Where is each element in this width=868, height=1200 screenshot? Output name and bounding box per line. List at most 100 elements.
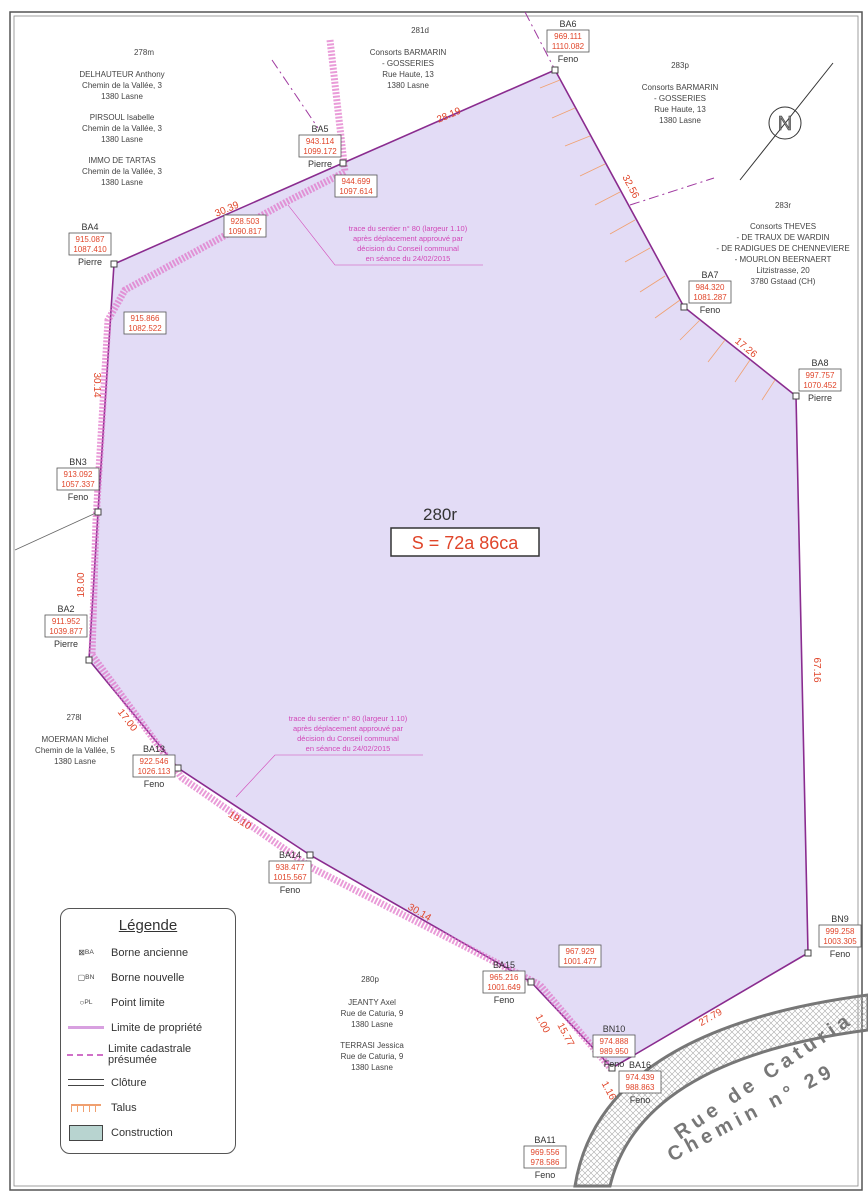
svg-text:Rue Haute, 13: Rue Haute, 13: [654, 105, 706, 114]
coord-x: 969.111: [554, 32, 582, 41]
coord-x: 913.092: [64, 470, 93, 479]
svg-text:1380 Lasne: 1380 Lasne: [387, 81, 429, 90]
svg-text:1380 Lasne: 1380 Lasne: [101, 135, 143, 144]
svg-text:- DE RADIGUES DE CHENNEVIERE: - DE RADIGUES DE CHENNEVIERE: [716, 244, 849, 253]
point-type: Feno: [700, 305, 721, 315]
talus-ticks: [539, 79, 776, 401]
coord-x: 944.699: [342, 177, 371, 186]
point-type: Feno: [494, 995, 515, 1005]
coord-x: 997.757: [806, 371, 835, 380]
coord-y: 1003.305: [823, 937, 857, 946]
sentier-path: [88, 39, 615, 1073]
point-type: Feno: [630, 1095, 651, 1105]
coord-box: [223, 214, 267, 238]
coord-box: [132, 754, 176, 778]
svg-text:1380 Lasne: 1380 Lasne: [659, 116, 701, 125]
point-type: Pierre: [78, 257, 102, 267]
owner-283p: 283p Consorts BARMARIN- GOSSERIES Rue Ha…: [642, 61, 719, 125]
svg-text:- GOSSERIES: - GOSSERIES: [654, 94, 706, 103]
coord-x: 928.503: [231, 217, 260, 226]
legend-item: Limite de propriété: [61, 1015, 235, 1040]
map-inner-frame: [13, 15, 859, 1187]
borne-nouvelle-icon: ▢BN: [77, 973, 95, 982]
coord-box: [56, 467, 100, 491]
survey-points: BA4915.0871087.410PierreBA5943.1141099.1…: [44, 19, 862, 1180]
point-id: BA8: [811, 358, 828, 368]
coord-y: 1001.649: [487, 983, 521, 992]
svg-text:Rue de Caturia, 9: Rue de Caturia, 9: [341, 1009, 404, 1018]
svg-text:Chemin de la Vallée, 3: Chemin de la Vallée, 3: [82, 81, 162, 90]
point-type: Pierre: [808, 393, 832, 403]
point-id: BA5: [311, 124, 328, 134]
fence: [14, 511, 99, 551]
svg-text:trace du sentier n° 80 (largeu: trace du sentier n° 80 (largeur 1.10): [289, 714, 408, 723]
svg-text:en séance du 24/02/2015: en séance du 24/02/2015: [306, 744, 391, 753]
point-limite-icon: ○PL: [79, 998, 93, 1007]
svg-text:1380 Lasne: 1380 Lasne: [101, 92, 143, 101]
svg-text:Litzistrasse, 20: Litzistrasse, 20: [756, 266, 810, 275]
svg-text:Rue Haute, 13: Rue Haute, 13: [382, 70, 434, 79]
svg-text:1380 Lasne: 1380 Lasne: [351, 1020, 393, 1029]
svg-text:Chemin de la Vallée, 5: Chemin de la Vallée, 5: [35, 746, 115, 755]
coord-x: 965.216: [490, 973, 519, 982]
coord-y: 1097.614: [339, 187, 373, 196]
point-id: BA2: [57, 604, 74, 614]
coord-box: [546, 29, 590, 53]
coord-y: 988.863: [626, 1083, 655, 1092]
svg-text:après déplacement approuvé par: après déplacement approuvé par: [353, 234, 464, 243]
svg-text:1380 Lasne: 1380 Lasne: [101, 178, 143, 187]
coord-box: [44, 614, 88, 638]
coord-y: 1110.082: [552, 42, 585, 51]
coord-x: 922.546: [140, 757, 169, 766]
point-id: BA14: [279, 850, 301, 860]
point-type: Feno: [535, 1170, 556, 1180]
coord-y: 989.950: [600, 1047, 629, 1056]
point-id: BA15: [493, 960, 515, 970]
svg-text:Consorts THEVES: Consorts THEVES: [750, 222, 816, 231]
svg-text:- GOSSERIES: - GOSSERIES: [382, 59, 434, 68]
borne-ancienne-icon: ⊠BA: [78, 948, 94, 957]
svg-text:18.00: 18.00: [76, 572, 87, 597]
svg-text:décision du Conseil communal: décision du Conseil communal: [297, 734, 399, 743]
coord-y: 1082.522: [128, 324, 162, 333]
svg-text:280p: 280p: [361, 975, 379, 984]
coord-y: 1039.877: [49, 627, 83, 636]
area-box: [390, 527, 540, 557]
svg-text:278l: 278l: [66, 713, 81, 722]
owner-281d: 281d Consorts BARMARIN- GOSSERIES Rue Ha…: [370, 26, 447, 90]
coord-x: 999.258: [826, 927, 855, 936]
svg-text:283r: 283r: [775, 201, 791, 210]
coord-box: [558, 944, 602, 968]
svg-text:N: N: [778, 113, 792, 135]
svg-text:DELHAUTEUR Anthony: DELHAUTEUR Anthony: [79, 70, 164, 79]
coord-y: 1015.567: [273, 873, 307, 882]
point-type: Pierre: [54, 639, 78, 649]
point-id: BA6: [559, 19, 576, 29]
svg-text:30.14: 30.14: [91, 372, 102, 397]
point-type: Feno: [68, 492, 89, 502]
point-id: BA13: [143, 744, 165, 754]
coord-y: 1026.113: [138, 767, 171, 776]
coord-box: [123, 311, 167, 335]
svg-text:281d: 281d: [411, 26, 429, 35]
svg-text:1.00: 1.00: [533, 1013, 552, 1036]
svg-text:décision du Conseil communal: décision du Conseil communal: [357, 244, 459, 253]
svg-text:trace du sentier n° 80 (largeu: trace du sentier n° 80 (largeur 1.10): [349, 224, 468, 233]
point-type: Feno: [830, 949, 851, 959]
